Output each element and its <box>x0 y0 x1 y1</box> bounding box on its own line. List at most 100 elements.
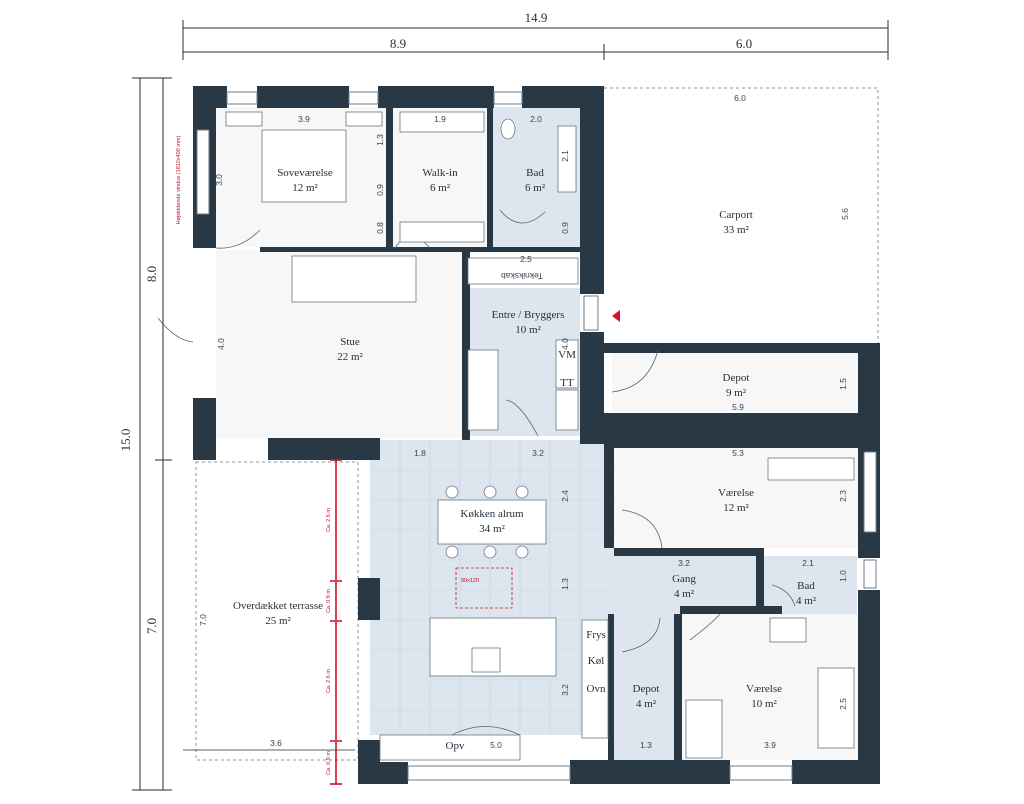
wall-top-3 <box>378 86 494 108</box>
dim-1-3: 1.3 <box>375 134 385 146</box>
dim-kitchen-width: 5.0 <box>490 740 502 750</box>
room-name-entry: Entre / Bryggers <box>492 309 565 321</box>
dim-room2-depth: 2.3 <box>838 490 848 502</box>
washer <box>555 339 579 389</box>
fixture-freezer: Frys <box>586 629 606 641</box>
fixture-hood: 90x120 <box>461 578 479 584</box>
hood-outline <box>455 567 513 609</box>
window-bath1 <box>493 91 523 105</box>
room-area-depot2: 4 m² <box>636 698 657 710</box>
hall-floor <box>578 556 760 614</box>
room-name-depot1: Depot <box>723 372 750 384</box>
dim-2-4: 2.4 <box>560 490 570 502</box>
dim-terrace-depth: 7.0 <box>198 614 208 626</box>
entrance-marker <box>612 310 620 322</box>
window-room2 <box>863 451 877 533</box>
carport-outline <box>604 87 879 345</box>
dim-2-1: 2.1 <box>560 150 570 162</box>
door-arc-room3 <box>689 613 721 641</box>
outer-dimension-lines <box>132 20 889 791</box>
window-kitchen <box>407 765 571 781</box>
window-bedroom <box>226 91 258 105</box>
wall-room3-left <box>674 614 682 760</box>
bedside-right <box>345 111 383 127</box>
dim-bath1-width: 2.0 <box>530 114 542 124</box>
fixture-dishwasher: Opv <box>446 740 465 752</box>
windows <box>196 91 877 781</box>
room3-bed <box>817 667 855 749</box>
fixture-washer: VM <box>558 349 576 361</box>
room-name-hall: Gang <box>672 573 696 585</box>
fixture-fridge: Køl <box>588 655 605 667</box>
kitchen-tile-grid <box>370 440 615 735</box>
wall-bottom-left <box>358 740 380 784</box>
dim-0-9-b: 0.9 <box>560 222 570 234</box>
dim-entry-depth: 4.0 <box>560 338 570 350</box>
door-arc-bath1 <box>499 209 546 224</box>
dim-1-3-b: 1.3 <box>560 578 570 590</box>
chair <box>445 545 459 559</box>
furniture <box>225 111 855 761</box>
terrace-span-4: Ca. 0.9 m <box>326 751 332 775</box>
fixture-tech-cabinet: Teknikskab <box>501 271 543 281</box>
room-area-entry: 10 m² <box>515 324 541 336</box>
dryer <box>555 389 579 431</box>
walls <box>193 86 880 784</box>
wall-terrace-pillar <box>358 578 380 620</box>
door-arc-entry <box>505 399 539 437</box>
outdoor-outlines <box>195 87 879 761</box>
chair <box>515 545 529 559</box>
bedside-left <box>225 111 263 127</box>
room-name-room3: Værelse <box>746 683 782 695</box>
fixture-dryer: TT <box>560 377 574 389</box>
dim-3-2-b: 3.2 <box>560 684 570 696</box>
dim-room3-width: 3.9 <box>764 740 776 750</box>
dim-2-5: 2.5 <box>520 254 532 264</box>
terrace-outline <box>195 461 359 761</box>
wall-depot2-left <box>608 614 614 760</box>
kitchen-counter <box>379 734 521 761</box>
dim-carport-depth: 5.6 <box>840 208 850 220</box>
chair <box>483 485 497 499</box>
room-area-room2: 12 m² <box>723 502 749 514</box>
dim-carport-width: 6.0 <box>734 93 746 103</box>
wall-right-upper <box>580 86 604 294</box>
room-name-room2: Værelse <box>718 487 754 499</box>
room-area-room3: 10 m² <box>751 698 777 710</box>
wall-depot-bottom <box>604 413 880 448</box>
dim-top-left: 8.9 <box>390 36 406 51</box>
dining-table <box>437 499 547 545</box>
dim-living-depth: 4.0 <box>216 338 226 350</box>
door-arc-depot1 <box>611 349 659 393</box>
room-name-kitchen: Køkken alrum <box>460 508 524 520</box>
wall-entry-left <box>462 252 470 440</box>
door-arc-depot2 <box>621 617 661 653</box>
room-name-living: Stue <box>340 336 360 348</box>
bath1-toilet <box>500 118 516 140</box>
room-area-carport: 33 m² <box>723 224 749 236</box>
dim-1-0: 1.0 <box>838 570 848 582</box>
door-arc-kitchen <box>451 726 521 736</box>
dim-top-right: 6.0 <box>736 36 752 51</box>
room3-wardrobe <box>685 699 723 759</box>
wall-right-lower <box>858 590 880 784</box>
room-name-bath2: Bad <box>797 580 815 592</box>
wall-room3-top <box>680 606 782 614</box>
kitchen-tall-units <box>581 619 609 739</box>
dim-left-upper: 8.0 <box>144 266 159 282</box>
room-area-depot1: 9 m² <box>726 387 747 399</box>
door-arc-bedroom <box>215 229 261 249</box>
wall-upper-corridor <box>260 247 586 252</box>
dim-left-lower: 7.0 <box>144 618 159 634</box>
room-name-carport: Carport <box>719 209 753 221</box>
dim-top-total: 14.9 <box>525 10 548 25</box>
dim-left-total: 15.0 <box>118 429 133 452</box>
wall-bottom-1 <box>380 762 408 784</box>
window-bath2 <box>863 559 877 589</box>
dim-depot1-depth: 1.5 <box>838 378 848 390</box>
room-area-kitchen: 34 m² <box>479 523 505 535</box>
room-area-hall: 4 m² <box>674 588 695 600</box>
room-name-bath1: Bad <box>526 167 544 179</box>
cooktop <box>471 647 501 673</box>
